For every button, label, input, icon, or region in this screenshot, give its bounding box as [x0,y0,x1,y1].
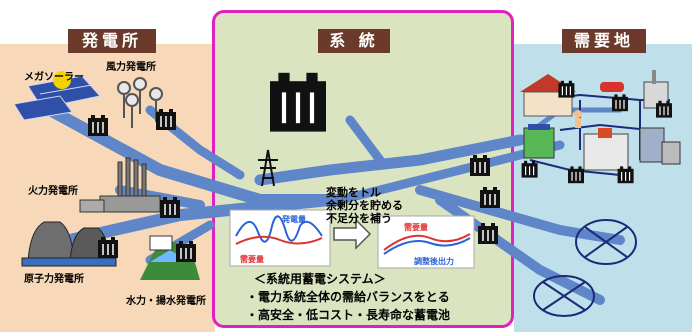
hydro-label: 水力・揚水発電所 [126,296,206,307]
demand-wave-right [383,233,471,251]
megasolar-label: メガソーラー [24,72,84,83]
battery-icon-demand-3 [655,100,673,119]
generation-wave [235,215,323,243]
mini-chart-right-frame [377,215,475,269]
grid-header: 系 統 [318,29,390,53]
wind-turbine-icon [117,77,163,128]
battery-icon-wind [155,108,177,131]
mini-chart-left-frame [229,209,331,267]
chart-left-label-demand: 需要量 [240,255,264,264]
battery-icon-demand-4 [521,160,539,179]
output-wave [383,237,471,255]
wind-label: 風力発電所 [106,62,156,73]
factory-demand-icon [643,70,669,109]
battery-icon-grid-3 [477,222,499,245]
battery-icon-demand-2 [611,93,629,112]
battery-icon-grid-2 [479,186,501,209]
battery-icon-hydro [175,240,197,263]
note-line-3: 不足分を補う [326,212,392,225]
system-bullet-2: ・高安全・低コスト・長寿命な蓄電池 [246,308,451,322]
nuclear-label: 原子力発電所 [24,274,84,285]
battery-icon-demand-6 [617,165,635,184]
battery-icon-demand-1 [557,80,576,99]
substation-icon-2 [533,275,595,317]
building-icon [523,124,555,159]
solar-panel-icon [13,71,101,121]
car-icon [600,82,624,92]
demand-header: 需要地 [562,29,646,53]
generation-header: 発電所 [68,29,156,53]
pylon-icon [258,149,278,187]
battery-icon-solar [87,114,109,137]
office-building-icon [639,127,681,165]
substation-icon-1 [575,219,637,265]
arrow-right-icon [333,218,372,250]
chart-right-label-demand: 需要量 [404,223,428,232]
chart-right-label-output: 調整後出力 [414,257,454,266]
chart-left-label-generation: 発電量 [282,215,306,224]
note-line-1: 変動をトル [326,186,381,199]
battery-icon-nuclear [97,236,119,259]
battery-icon-thermal [159,196,181,219]
factory-icon [79,157,161,213]
demand-wave-left [235,235,323,245]
commercial-building-icon [583,128,629,171]
battery-icon-grid-1 [469,154,491,177]
note-line-2: 余剰分を貯める [326,199,403,212]
thermal-label: 火力発電所 [28,186,78,197]
person-icon [574,110,582,128]
system-bullet-1: ・電力系統全体の需給バランスをとる [246,290,450,304]
battery-icon-demand-5 [567,165,585,184]
large-battery-icon [270,73,326,132]
system-title: ＜系統用蓄電システム＞ [254,272,386,286]
